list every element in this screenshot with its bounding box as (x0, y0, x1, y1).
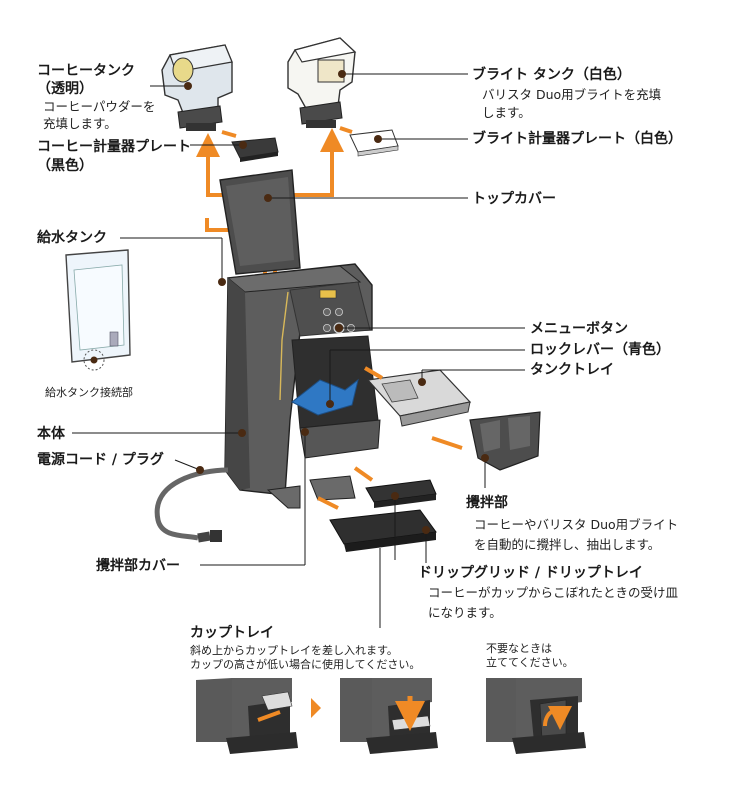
label-top-cover: トップカバー (472, 191, 556, 207)
main-body-illustration (219, 169, 381, 509)
desc-mixer-2: を自動的に攪拌し、抽出します。 (474, 537, 661, 552)
coffee-plate-illustration (231, 137, 279, 162)
desc-cup-tray-2: カップの高さが低い場合に使用してください。 (190, 658, 421, 671)
desc-bright-tank-1: バリスタ Duo用ブライトを充填 (482, 87, 662, 102)
label-coffee-tank-sub: （透明） (37, 81, 93, 97)
label-tank-tray: タンクトレイ (530, 362, 614, 378)
cup-tray-step3 (486, 678, 586, 754)
desc-coffee-tank-1: コーヒーパウダーを (43, 99, 156, 114)
label-bright-plate: ブライト計量器プレート（白色） (472, 131, 682, 147)
water-tank-illustration (65, 249, 131, 371)
coffee-tank-illustration (161, 44, 233, 131)
desc-drip-1: コーヒーがカップからこぼれたときの受け皿 (428, 585, 679, 600)
drip-grid-illustration (365, 479, 437, 508)
desc-unneeded-1: 不要なときは (486, 642, 552, 655)
label-water-tank: 給水タンク (37, 230, 107, 246)
cup-tray-step2 (340, 678, 438, 754)
label-bright-tank: ブライト タンク（白色） (472, 67, 631, 83)
label-cup-tray: カップトレイ (190, 625, 274, 641)
label-mixer: 攪拌部 (466, 495, 508, 511)
desc-cup-tray-1: 斜め上からカップトレイを差し入れます。 (190, 644, 398, 657)
label-power-cord: 電源コード / プラグ (37, 452, 164, 468)
label-main-body: 本体 (37, 426, 65, 442)
desc-coffee-tank-2: 充填します。 (43, 116, 117, 131)
label-coffee-tank: コーヒータンク (37, 63, 135, 79)
label-lock-lever: ロックレバー（青色） (530, 342, 670, 358)
desc-bright-tank-2: します。 (482, 105, 531, 120)
step-arrow-1 (311, 698, 321, 718)
label-water-tank-connector: 給水タンク接続部 (45, 386, 133, 399)
desc-unneeded-2: 立ててください。 (486, 656, 574, 669)
drip-tray-illustration (329, 509, 437, 552)
leader-lines (72, 73, 525, 628)
label-coffee-plate: コーヒー計量器プレート (37, 139, 191, 155)
desc-drip-2: になります。 (428, 605, 502, 620)
label-mixer-cover: 攪拌部カバー (96, 558, 180, 574)
label-menu-button: メニューボタン (530, 321, 628, 337)
tank-tray-illustration (366, 369, 472, 427)
cup-tray-step1 (193, 678, 298, 758)
desc-mixer-1: コーヒーやバリスタ Duo用ブライト (474, 517, 679, 532)
power-cord-illustration (154, 467, 229, 543)
bright-tank-illustration (287, 37, 357, 128)
mixer-illustration (469, 411, 541, 471)
label-drip: ドリップグリッド / ドリップトレイ (418, 565, 643, 581)
bright-plate-illustration (349, 129, 399, 157)
leader-dots (90, 70, 489, 534)
label-coffee-plate-sub: （黒色） (37, 158, 93, 174)
